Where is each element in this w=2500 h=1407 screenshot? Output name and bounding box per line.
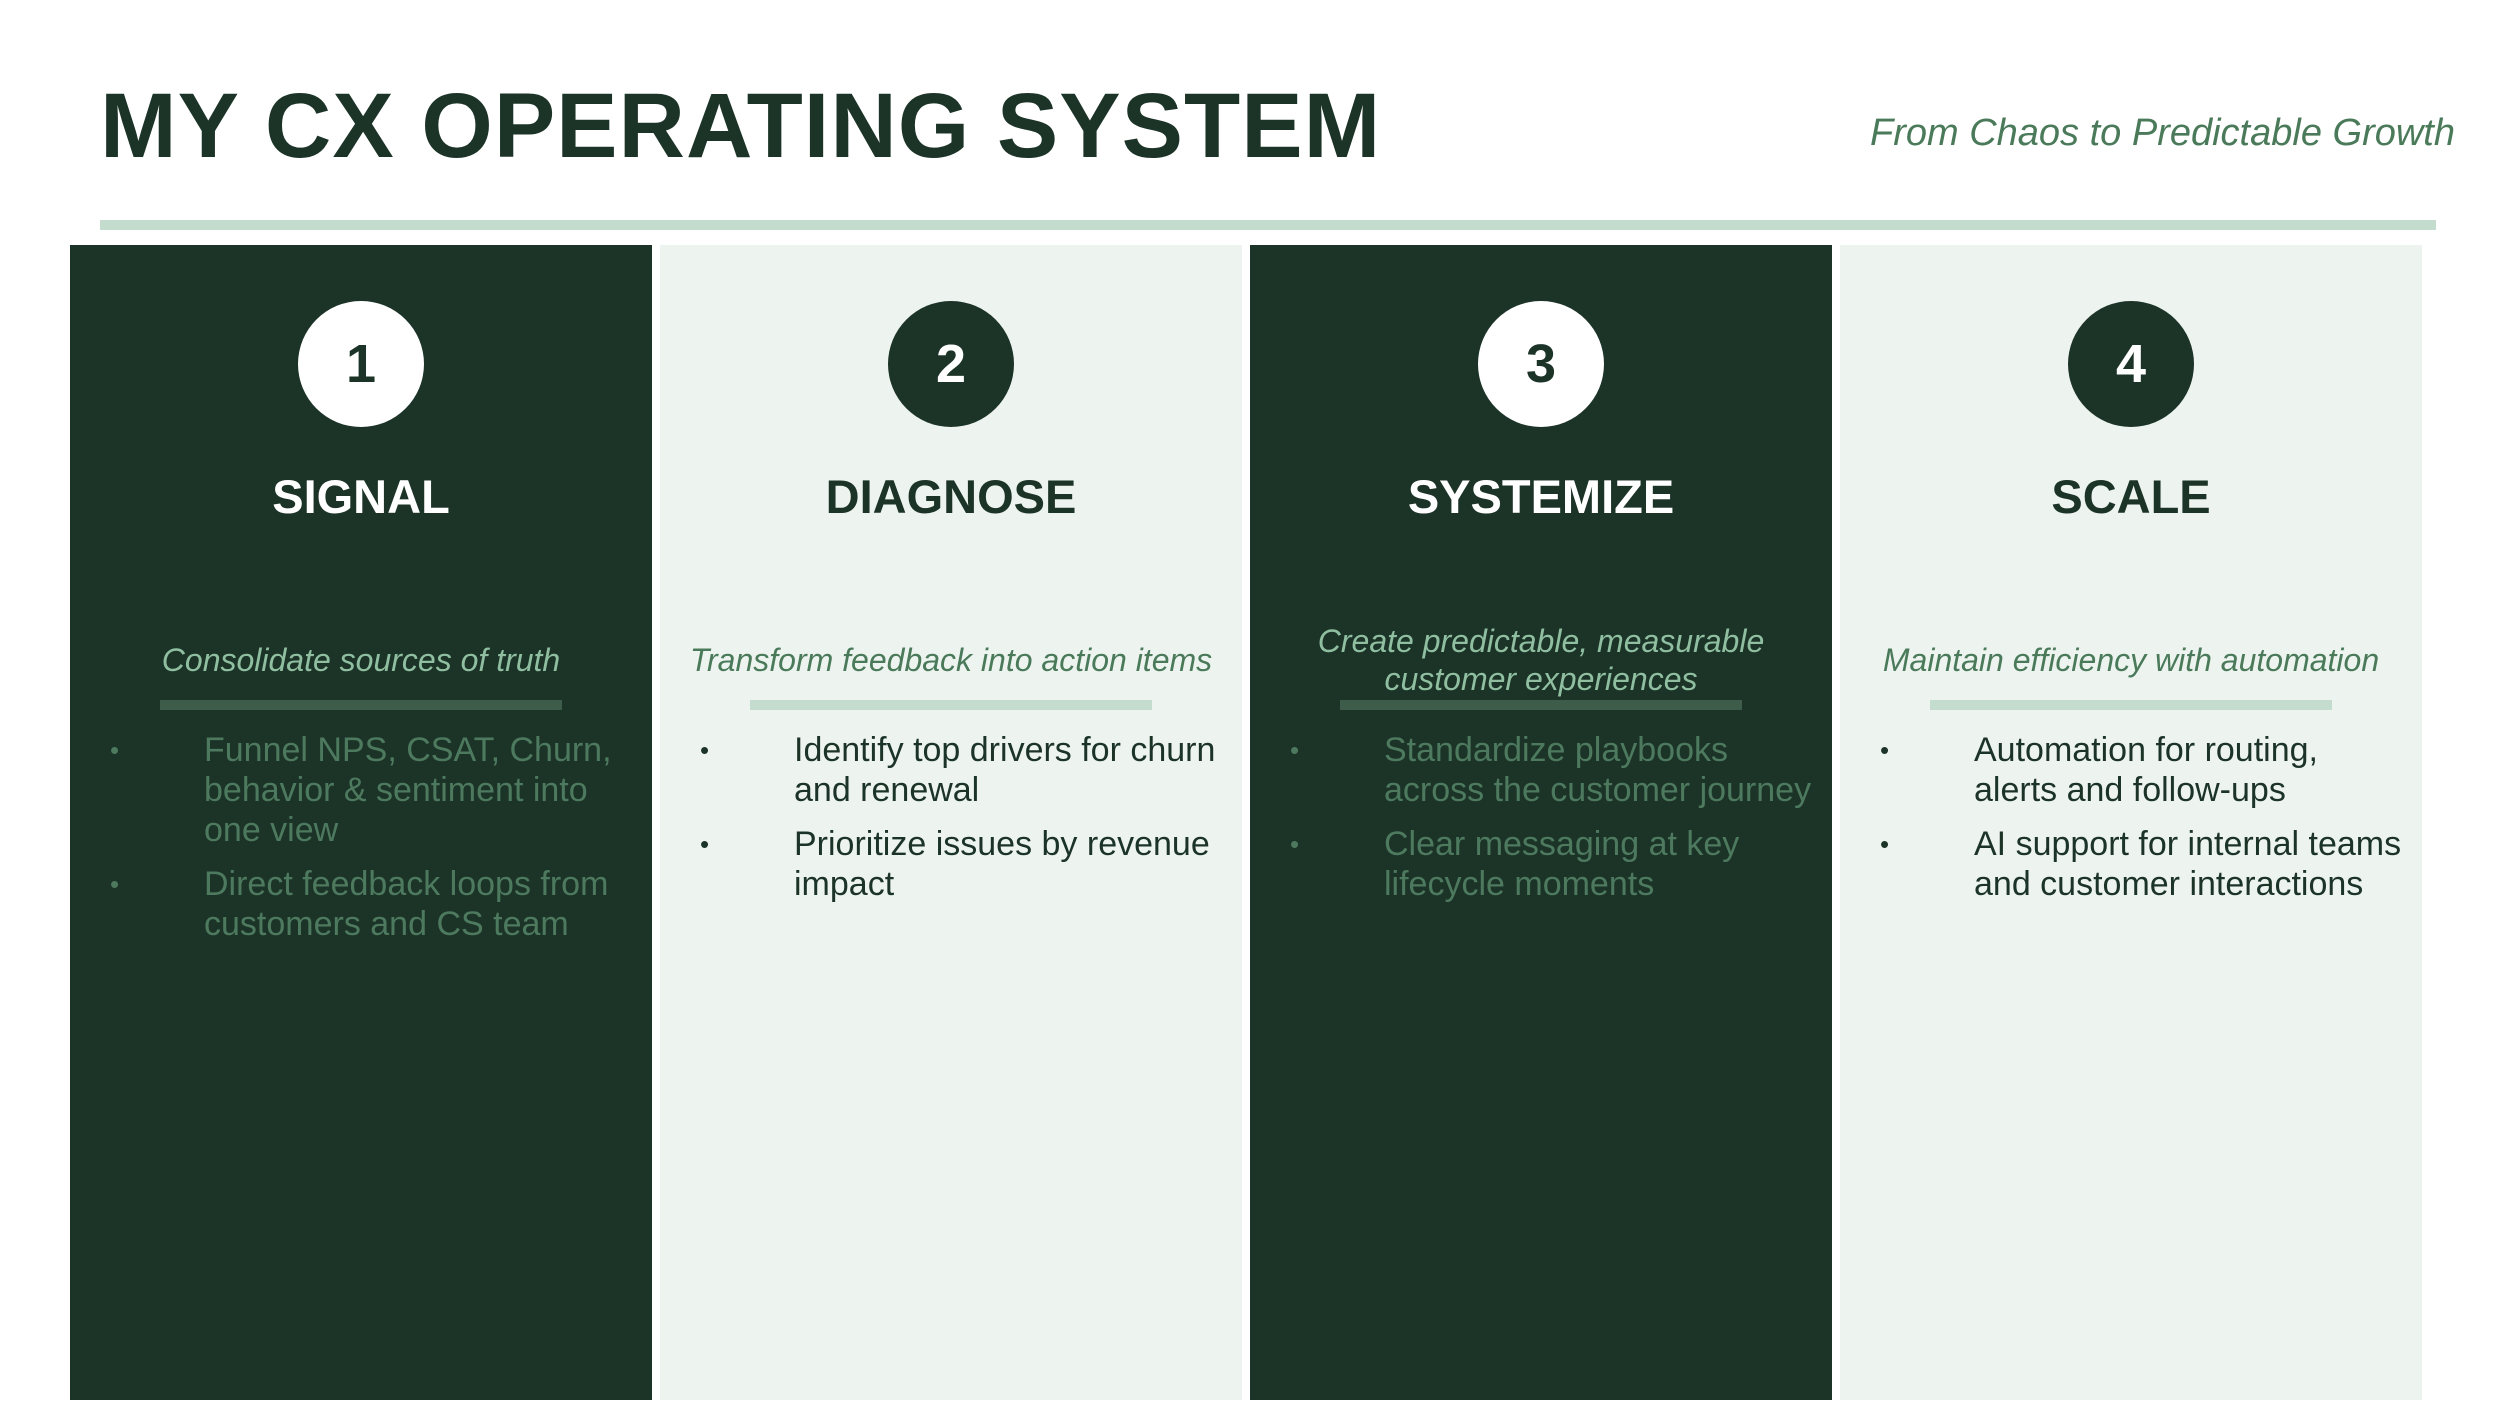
bullet-icon: • xyxy=(1290,829,1300,859)
step-bullet-list: • Standardize playbooks across the custom… xyxy=(1250,730,1812,918)
step-divider xyxy=(750,700,1152,710)
bullet-icon: • xyxy=(1880,735,1890,765)
list-item: • Clear messaging at key lifecycle moment… xyxy=(1250,824,1812,904)
bullet-icon: • xyxy=(110,735,120,765)
list-item-text: Clear messaging at key lifecycle moments xyxy=(1384,825,1740,903)
list-item: • AI support for internal teams and custo… xyxy=(1840,824,2402,904)
list-item-text: Funnel NPS, CSAT, Churn, behavior & sent… xyxy=(204,731,612,849)
list-item: • Funnel NPS, CSAT, Churn, behavior & sen… xyxy=(70,730,632,850)
list-item-text: Automation for routing, alerts and follo… xyxy=(1974,731,2318,809)
step-title: SYSTEMIZE xyxy=(1407,470,1675,523)
bullet-icon: • xyxy=(700,735,710,765)
step-tagline: Create predictable, measurable customer … xyxy=(1317,622,1765,697)
page-title: MY CX OPERATING SYSTEM xyxy=(100,75,1382,177)
step-number-badge: 4 xyxy=(2068,301,2194,427)
step-divider xyxy=(160,700,562,710)
step-title: SIGNAL xyxy=(272,470,450,523)
step-tagline: Transform feedback into action items xyxy=(689,641,1213,678)
step-bullet-list: • Automation for routing, alerts and foll… xyxy=(1840,730,2402,918)
list-item: • Direct feedback loops from customers an… xyxy=(70,864,632,944)
step-divider xyxy=(1930,700,2332,710)
title-rule xyxy=(100,220,2436,230)
step-number-badge: 2 xyxy=(888,301,1014,427)
list-item: • Prioritize issues by revenue impact xyxy=(660,824,1222,904)
page-subtitle: From Chaos to Predictable Growth xyxy=(1869,112,2455,154)
list-item: • Standardize playbooks across the custom… xyxy=(1250,730,1812,810)
step-bullet-list: • Identify top drivers for churn and rene… xyxy=(660,730,1222,918)
bullet-icon: • xyxy=(700,829,710,859)
step-bullet-list: • Funnel NPS, CSAT, Churn, behavior & sen… xyxy=(70,730,632,958)
list-item: • Identify top drivers for churn and rene… xyxy=(660,730,1222,810)
step-card-systemize: 3 SYSTEMIZE Create predictable, measurab… xyxy=(1250,245,1832,1400)
bullet-icon: • xyxy=(1880,829,1890,859)
list-item-text: Direct feedback loops from customers and… xyxy=(204,865,609,943)
list-item-text: Standardize playbooks across the custome… xyxy=(1384,731,1812,809)
bullet-icon: • xyxy=(110,869,120,899)
list-item-text: Identify top drivers for churn and renew… xyxy=(794,731,1216,809)
step-tagline: Maintain efficiency with automation xyxy=(1882,641,2380,678)
step-number-badge: 1 xyxy=(298,301,424,427)
step-card-diagnose: 2 DIAGNOSE Transform feedback into actio… xyxy=(660,245,1242,1400)
list-item: • Automation for routing, alerts and foll… xyxy=(1840,730,2402,810)
step-tagline: Consolidate sources of truth xyxy=(161,641,561,678)
step-number-badge: 3 xyxy=(1478,301,1604,427)
bullet-icon: • xyxy=(1290,735,1300,765)
step-card-signal: 1 SIGNAL Consolidate sources of truth • F… xyxy=(70,245,652,1400)
step-title: SCALE xyxy=(2051,470,2211,523)
step-card-scale: 4 SCALE Maintain efficiency with automat… xyxy=(1840,245,2422,1400)
list-item-text: Prioritize issues by revenue impact xyxy=(794,825,1210,903)
step-divider xyxy=(1340,700,1742,710)
list-item-text: AI support for internal teams and custom… xyxy=(1974,825,2402,903)
step-title: DIAGNOSE xyxy=(825,470,1077,523)
